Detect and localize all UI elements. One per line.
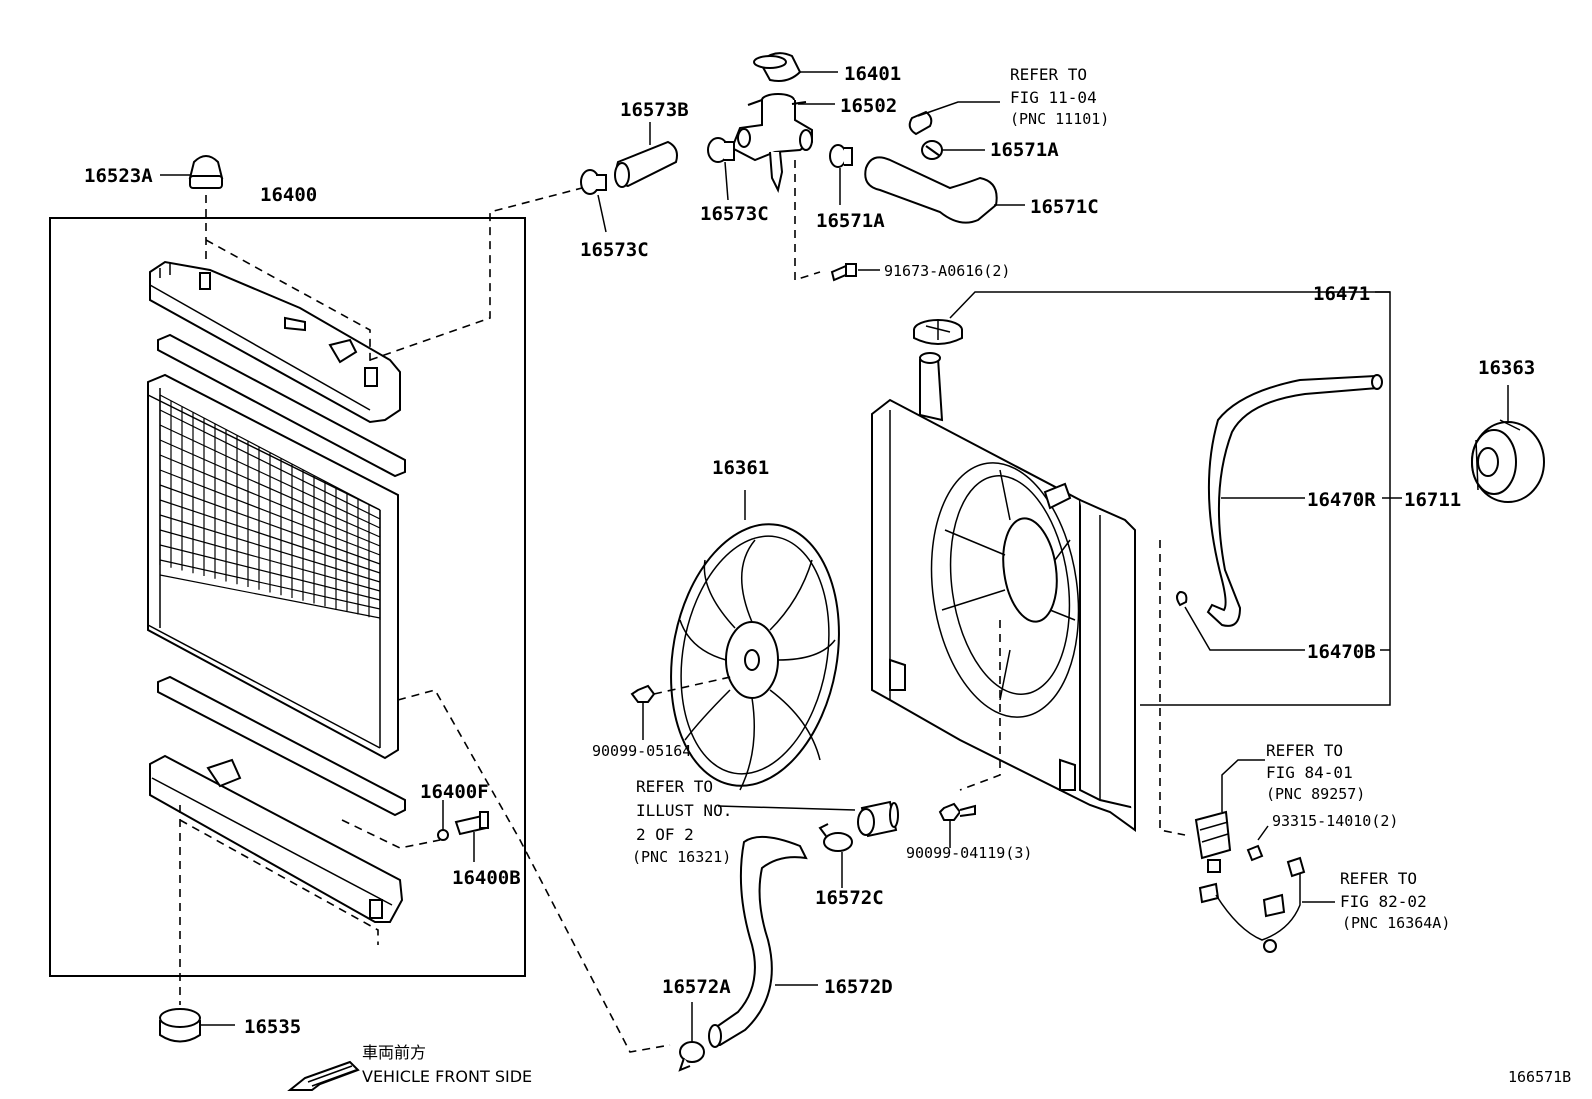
part-90099-05164-icon (630, 684, 656, 703)
part-16523A-icon (188, 155, 224, 189)
label-16571A-high: 16571A (990, 139, 1059, 161)
part-90099-04119-icon (938, 802, 976, 821)
ref-note-illust-2-of-2: REFER TO ILLUST NO. 2 OF 2 (PNC 16321) (632, 777, 732, 866)
label-16400B: 16400B (452, 867, 521, 889)
part-16573B-icon (614, 140, 678, 188)
label-90099-05164: 90099-05164 (592, 742, 691, 760)
upper-seal (157, 333, 406, 478)
label-16572D: 16572D (824, 976, 893, 998)
core-fin-grid (159, 394, 381, 620)
lower-tank (149, 754, 404, 923)
upper-tank (149, 260, 401, 424)
label-16711: 16711 (1404, 489, 1461, 511)
ref2-line2: ILLUST NO. (636, 801, 732, 820)
label-16573C-top: 16573C (700, 203, 769, 225)
part-16401-icon (753, 52, 802, 82)
label-16400: 16400 (260, 184, 317, 206)
front-en-label: VEHICLE FRONT SIDE (362, 1067, 532, 1086)
radiator-core (147, 373, 399, 760)
part-labels: 16401 16502 16573B 16523A 16400 16573C 1… (84, 63, 1571, 1086)
part-16572C-hose-icon (857, 800, 899, 838)
label-16535: 16535 (244, 1016, 301, 1038)
ref3-line3: (PNC 89257) (1266, 785, 1365, 803)
relay-connector-group (1194, 810, 1306, 953)
figure-id: 166571B (1508, 1068, 1571, 1086)
ref2-line1: REFER TO (636, 777, 713, 796)
part-16471-icon (913, 319, 963, 345)
ref-note-fig-82-02: REFER TO FIG 82-02 (PNC 16364A) (1340, 869, 1450, 932)
part-16571A-clamp-b-icon (921, 140, 943, 160)
part-16361-fan-icon (670, 523, 840, 791)
ref3-line1: REFER TO (1266, 741, 1343, 760)
label-16401: 16401 (844, 63, 901, 85)
label-16400F: 16400F (420, 781, 489, 803)
part-16535-icon (159, 1008, 201, 1043)
label-16571A-low: 16571A (816, 210, 885, 232)
part-16571A-clamp-a-icon (829, 144, 853, 168)
part-16502-icon (730, 93, 813, 193)
lower-seal (157, 675, 406, 817)
vehicle-front-side: 車両前方 VEHICLE FRONT SIDE (362, 1043, 532, 1086)
part-16571C-icon (864, 156, 998, 224)
part-16400B-icon (454, 811, 489, 836)
label-16573C-left: 16573C (580, 239, 649, 261)
label-91673: 91673-A0616(2) (884, 262, 1010, 280)
ref3-line2: FIG 84-01 (1266, 763, 1353, 782)
part-16400F-icon (437, 829, 449, 841)
ref1-line2: FIG 11-04 (1010, 88, 1097, 107)
radiator-assembly-box (49, 217, 526, 977)
front-jp-label: 車両前方 (362, 1043, 426, 1062)
ref4-line3: (PNC 16364A) (1342, 914, 1450, 932)
label-16572A: 16572A (662, 976, 731, 998)
ref-note-fig-11-04: REFER TO FIG 11-04 (PNC 11101) (1010, 65, 1109, 128)
hose-ref-11-04 (908, 110, 933, 136)
ref4-line1: REFER TO (1340, 869, 1417, 888)
part-16572A-clamp-icon (678, 1041, 705, 1072)
label-16470R: 16470R (1307, 489, 1376, 511)
part-91673-icon (830, 263, 857, 282)
ref2-line3: 2 OF 2 (636, 825, 694, 844)
label-16573B: 16573B (620, 99, 689, 121)
label-16502: 16502 (840, 95, 897, 117)
part-16363-motor-icon (1471, 419, 1545, 503)
label-16470B: 16470B (1307, 641, 1376, 663)
ref1-line1: REFER TO (1010, 65, 1087, 84)
label-16361: 16361 (712, 457, 769, 479)
label-93315: 93315-14010(2) (1272, 812, 1398, 830)
part-16573C-clamp-a-icon (580, 169, 607, 195)
fan-shroud (871, 352, 1136, 832)
label-16363: 16363 (1478, 357, 1535, 379)
part-16470B-clip-icon (1176, 590, 1188, 607)
ref1-line3: (PNC 11101) (1010, 110, 1109, 128)
radiator-assembly (49, 187, 671, 1053)
part-16572C-clamp-icon (818, 823, 853, 852)
ref-note-fig-84-01: REFER TO FIG 84-01 (PNC 89257) (1266, 741, 1365, 803)
ref2-line4: (PNC 16321) (632, 848, 731, 866)
label-16571C: 16571C (1030, 196, 1099, 218)
label-16523A: 16523A (84, 165, 153, 187)
part-16573C-clamp-b-icon (707, 137, 735, 163)
label-90099-04119: 90099-04119(3) (906, 844, 1032, 862)
label-16572C: 16572C (815, 887, 884, 909)
part-16572D-hose-icon (710, 835, 808, 1047)
label-16471: 16471 (1313, 283, 1370, 305)
ref4-line2: FIG 82-02 (1340, 892, 1427, 911)
front-direction-arrow (287, 1060, 360, 1091)
